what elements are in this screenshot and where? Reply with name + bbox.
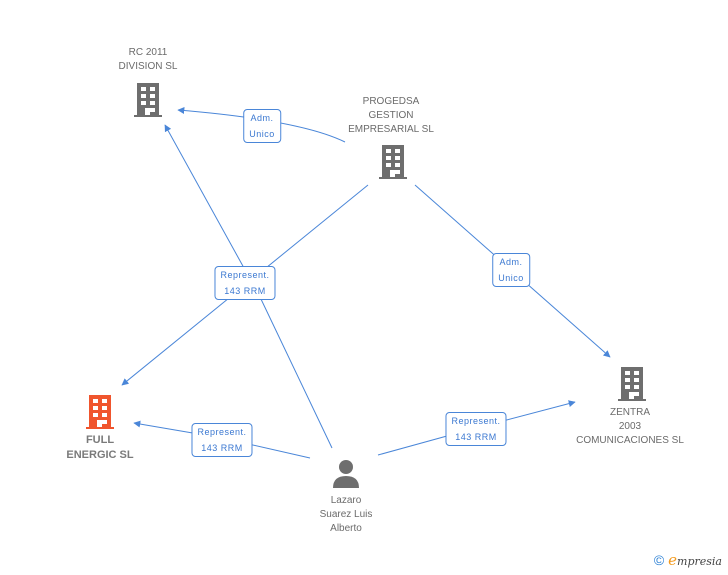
node-zentra-label[interactable]: ZENTRA 2003 COMUNICACIONES SL bbox=[576, 406, 684, 448]
node-lazaro-label[interactable]: Lazaro Suarez Luis Alberto bbox=[320, 494, 373, 536]
node-label-line: RC 2011 bbox=[128, 47, 168, 58]
edge-label-line: Unico bbox=[498, 273, 524, 283]
edge-label-line: 143 RRM bbox=[224, 286, 266, 296]
edge-label-line: Adm. bbox=[499, 257, 523, 267]
copyright-icon: © bbox=[653, 552, 665, 568]
node-label-line: PROGEDSA bbox=[362, 96, 420, 107]
edge-label-represent: Represent. 143 RRM bbox=[191, 423, 253, 457]
person-icon[interactable] bbox=[332, 458, 360, 488]
node-label-line: GESTION bbox=[368, 110, 414, 121]
edge-label-line: 143 RRM bbox=[455, 432, 497, 442]
edge-label-line: Unico bbox=[249, 129, 275, 139]
node-progedsa-label[interactable]: PROGEDSA GESTION EMPRESARIAL SL bbox=[348, 95, 434, 137]
node-label-line: DIVISION SL bbox=[118, 61, 178, 72]
building-icon[interactable] bbox=[617, 367, 647, 401]
node-label-line: Alberto bbox=[330, 523, 362, 534]
edge-label-represent: Represent. 143 RRM bbox=[214, 266, 276, 300]
building-icon[interactable] bbox=[85, 395, 115, 429]
node-label-line: FULL bbox=[85, 434, 115, 446]
edge-label-line: 143 RRM bbox=[201, 443, 243, 453]
brand-rest: mpresia bbox=[677, 555, 722, 568]
node-label-line: COMUNICACIONES SL bbox=[576, 435, 684, 446]
node-label-line: EMPRESARIAL SL bbox=[348, 124, 434, 135]
node-label-line: Lazaro bbox=[330, 495, 362, 506]
brand-initial: e bbox=[668, 551, 678, 569]
node-full-energic-label[interactable]: FULL ENERGIC SL bbox=[66, 433, 133, 463]
building-icon[interactable] bbox=[378, 145, 408, 179]
edge-label-adm-unico: Adm. Unico bbox=[492, 253, 530, 287]
edge-label-line: Represent. bbox=[451, 416, 501, 426]
node-label-line: ZENTRA bbox=[609, 407, 650, 418]
edge-label-adm-unico: Adm. Unico bbox=[243, 109, 281, 143]
node-rc2011-label[interactable]: RC 2011 DIVISION SL bbox=[119, 46, 178, 74]
empresia-credit[interactable]: © empresia bbox=[654, 551, 722, 569]
edge-label-represent: Represent. 143 RRM bbox=[445, 412, 507, 446]
node-label-line: 2003 bbox=[618, 421, 642, 432]
node-label-line: ENERGIC SL bbox=[66, 449, 134, 461]
edge-label-line: Represent. bbox=[197, 427, 247, 437]
edge-label-line: Adm. bbox=[250, 113, 274, 123]
empresia-logo: empresia bbox=[668, 551, 722, 569]
building-icon[interactable] bbox=[133, 83, 163, 117]
edge-label-line: Represent. bbox=[220, 270, 270, 280]
node-label-line: Suarez Luis bbox=[319, 509, 373, 520]
